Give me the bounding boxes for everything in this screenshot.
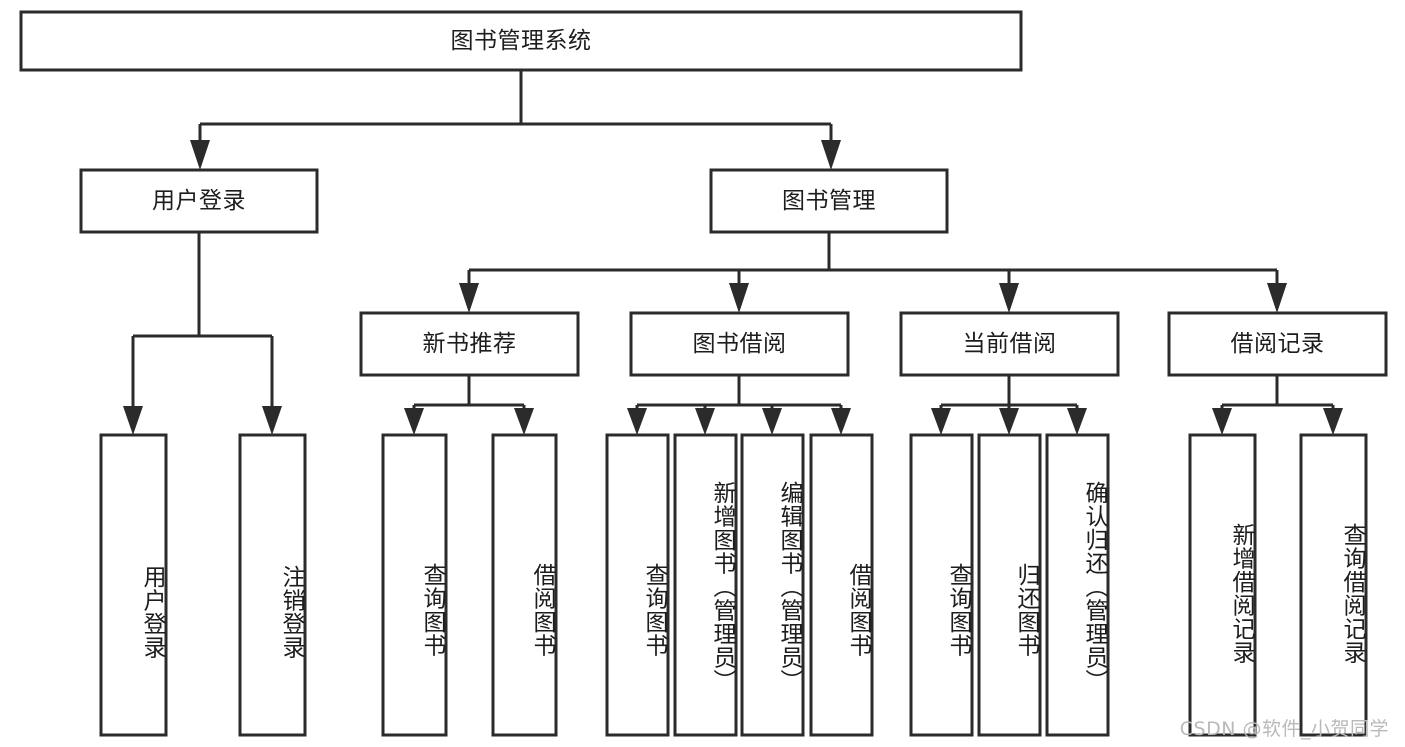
node-box-root[interactable] (19, 10, 1023, 72)
arrow-icon-borrowrecord-2 (1323, 408, 1343, 435)
node-box-leaf-new-book-1[interactable] (491, 433, 558, 737)
node-box-leaf-current-borrow-1[interactable] (977, 433, 1042, 737)
arrow-icon-level3-1 (459, 283, 479, 313)
node-box-leaf-new-book-0[interactable] (381, 433, 448, 737)
arrow-icon-currentborrow-3 (1067, 408, 1087, 435)
arrow-icon-level2-left (190, 140, 210, 170)
arrow-icon-currentborrow-1 (931, 408, 951, 435)
node-box-leaf-book-borrow-1[interactable] (673, 433, 738, 737)
node-box-leaf-current-borrow-2[interactable] (1045, 433, 1110, 737)
arrow-icon-userlogin-1 (123, 406, 143, 435)
arrow-icon-currentborrow-2 (999, 408, 1019, 435)
node-box-user-login[interactable] (79, 168, 319, 234)
node-box-leaf-book-borrow-3[interactable] (809, 433, 874, 737)
node-box-leaf-current-borrow-0[interactable] (909, 433, 974, 737)
node-box-leaf-book-borrow-0[interactable] (605, 433, 670, 737)
node-box-book-borrow[interactable] (629, 311, 850, 377)
arrow-icon-newbook-1 (404, 408, 424, 435)
node-box-current-borrow[interactable] (899, 311, 1120, 377)
arrow-icon-bookborrow-1 (627, 408, 647, 435)
arrow-icon-borrowrecord-1 (1212, 408, 1232, 435)
arrow-icon-level2-right (821, 140, 841, 170)
arrow-icon-bookborrow-2 (695, 408, 715, 435)
node-box-new-book[interactable] (359, 311, 580, 377)
arrow-icon-userlogin-2 (262, 406, 282, 435)
node-box-leaf-book-borrow-2[interactable] (740, 433, 805, 737)
arrow-icon-level3-3 (999, 283, 1019, 313)
arrow-icon-newbook-2 (514, 408, 534, 435)
arrow-icon-bookborrow-3 (762, 408, 782, 435)
node-box-leaf-borrow-record-0[interactable] (1188, 433, 1257, 737)
arrow-icon-level3-4 (1267, 283, 1287, 313)
node-box-book-manage[interactable] (709, 168, 949, 234)
arrow-icon-level3-2 (729, 283, 749, 313)
node-box-leaf-user-login-1[interactable] (238, 433, 307, 737)
node-box-leaf-user-login-0[interactable] (99, 433, 168, 737)
node-box-borrow-record[interactable] (1167, 311, 1388, 377)
arrow-icon-bookborrow-4 (831, 408, 851, 435)
node-box-leaf-borrow-record-1[interactable] (1299, 433, 1368, 737)
